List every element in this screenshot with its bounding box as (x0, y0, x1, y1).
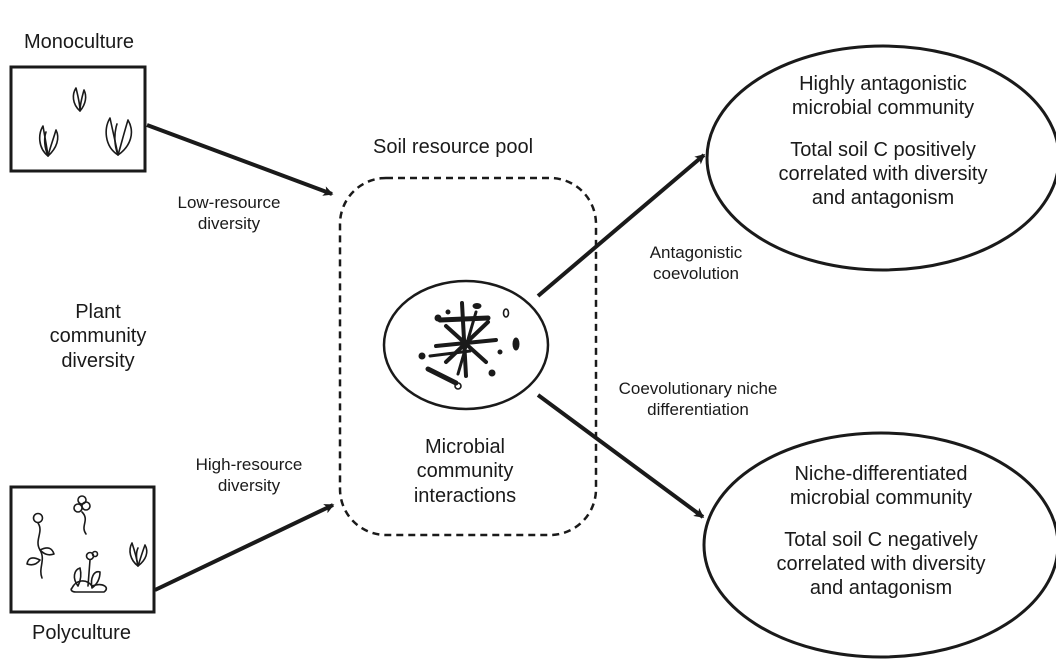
high-resource-arrow (154, 503, 335, 592)
polyculture-plants-icon (26, 495, 148, 593)
antagonistic-coevolution-label: Antagonistic coevolution (649, 243, 743, 283)
microbial-community-interactions-label: Microbial community interactions (413, 436, 517, 507)
monoculture-box (9, 65, 147, 173)
high-resource-diversity-label: High-resource diversity (195, 455, 303, 495)
niche-outcome-text: Niche-differentiated microbial community… (776, 463, 986, 599)
microbial-community-circle (382, 279, 550, 411)
polyculture-box (9, 485, 156, 614)
soil-resource-pool-box (338, 176, 598, 537)
monoculture-plants-icon (38, 87, 133, 157)
antagonistic-outcome-ellipse (705, 44, 1056, 272)
polyculture-label: Polyculture (32, 622, 131, 644)
plant-community-diversity-label: Plant community diversity (49, 301, 147, 372)
monoculture-label: Monoculture (24, 31, 135, 53)
low-resource-arrow (146, 123, 334, 196)
antagonistic-coevolution-arrow (536, 153, 706, 298)
niche-differentiation-arrow (536, 393, 705, 519)
coevolutionary-niche-differentiation-label: Coevolutionary niche differentiation (618, 379, 778, 419)
microbe-cluster-icon (418, 301, 520, 390)
soil-resource-pool-label: Soil resource pool (373, 136, 534, 158)
low-resource-diversity-label: Low-resource diversity (177, 193, 281, 233)
antagonistic-outcome-text: Highly antagonistic microbial community … (778, 73, 988, 209)
niche-outcome-ellipse (702, 431, 1056, 659)
